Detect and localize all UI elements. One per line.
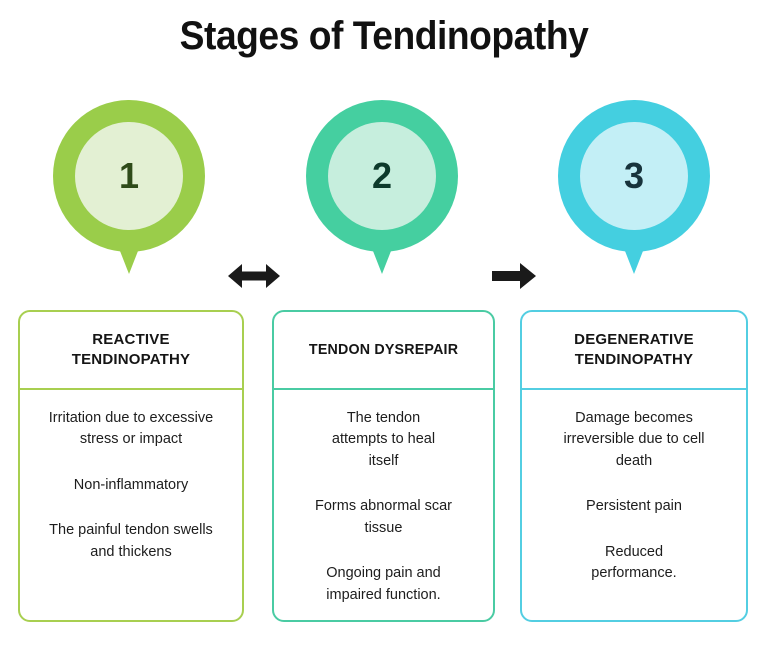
stage-number-2: 2 [371,155,393,196]
stage-card-1: REACTIVE TENDINOPATHY Irritation due to … [18,310,244,622]
stage-card-3-point-1: Damage becomes irreversible due to cell … [563,410,705,469]
pin-inner-1: 1 [75,122,183,230]
stage-card-3-title-line2: TENDINOPATHY [574,351,694,368]
stage-card-1-title-line2: TENDINOPATHY [71,351,191,368]
stage-card-1-header: REACTIVE TENDINOPATHY [20,312,242,390]
stage-card-2-body: The tendon attempts to heal itself Forms… [274,390,493,620]
stage-pins-row: 1 2 3 [0,98,768,289]
stage-card-1-body: Irritation due to excessive stress or im… [20,390,242,620]
pin-inner-2: 2 [328,122,436,230]
stage-card-3-title-line1: DEGENERATIVE [574,331,694,349]
stage-card-2-point-3: Ongoing pain and impaired function. [326,565,441,603]
stage-card-3-point-2: Persistent pain [586,498,682,515]
stage-card-1-point-2: Non-inflammatory [73,476,189,493]
stage-number-1: 1 [118,155,140,196]
stage-pin-1: 1 [53,100,205,274]
stage-pin-2: 2 [306,100,458,274]
stage-card-3-title: DEGENERATIVE TENDINOPATHY [574,330,694,370]
stage-card-3-body: Damage becomes irreversible due to cell … [522,390,746,620]
stage-card-2-header: TENDON DYSREPAIR [274,312,493,390]
stage-number-3: 3 [623,155,645,196]
stage-cards-row: REACTIVE TENDINOPATHY Irritation due to … [0,310,768,626]
stage-card-2-point-1: The tendon attempts to heal itself [331,410,436,469]
stage-card-1-title-line1: REACTIVE [92,331,170,349]
page-title: Stages of Tendinopathy [179,14,589,58]
stage-card-2-point-2: Forms abnormal scar tissue [315,498,452,536]
stage-card-3-point-3: Reduced performance. [591,543,677,582]
bidirectional-arrow-icon [226,258,282,294]
stage-card-2: TENDON DYSREPAIR The tendon attempts to … [272,310,495,622]
stage-card-1-title: REACTIVE TENDINOPATHY [72,330,191,370]
stage-card-2-title: TENDON DYSREPAIR [308,341,459,359]
stage-card-1-point-3: The painful tendon swells and thickens [49,522,213,560]
right-arrow-icon [486,258,542,294]
stage-card-3: DEGENERATIVE TENDINOPATHY Damage becomes… [520,310,748,622]
stage-pin-3: 3 [558,100,710,274]
stage-card-1-point-1: Irritation due to excessive stress or im… [48,410,214,448]
stage-card-3-header: DEGENERATIVE TENDINOPATHY [522,312,746,390]
pin-inner-3: 3 [580,122,688,230]
